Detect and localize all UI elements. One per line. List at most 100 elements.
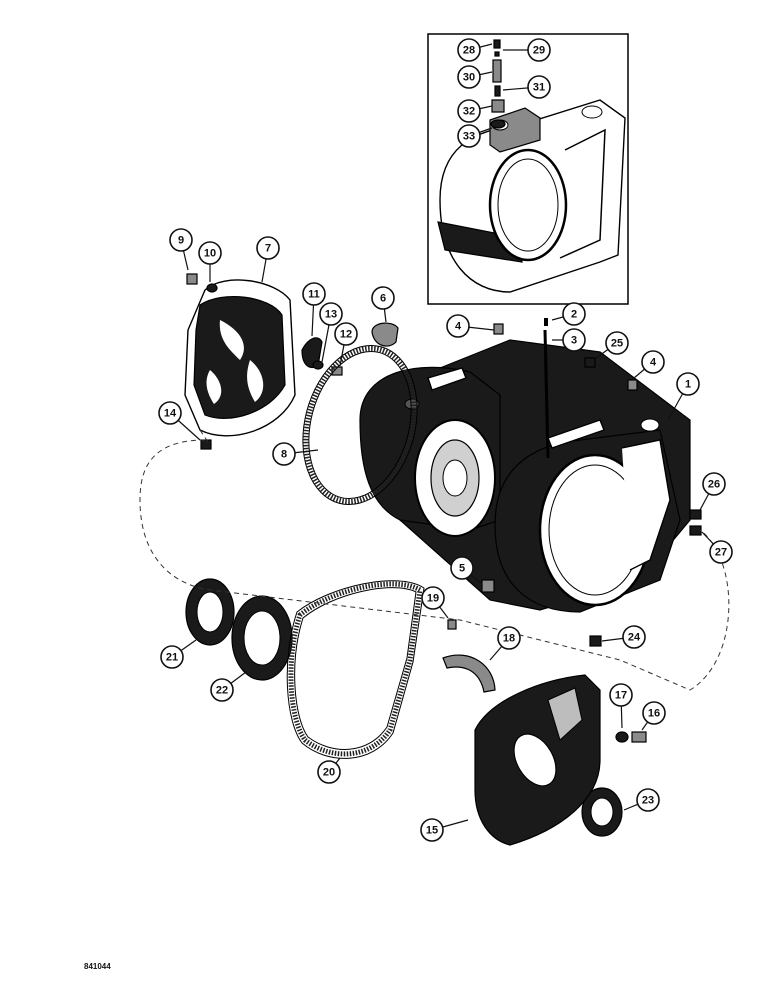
callout-circle: [641, 350, 665, 374]
callout-number: 12: [340, 329, 352, 341]
callout-12: 12: [334, 322, 358, 346]
part-28-plug: [493, 39, 501, 49]
callout-10: 10: [198, 241, 222, 265]
callout-number: 24: [628, 632, 641, 644]
callout-number: 19: [427, 593, 439, 605]
callout-circle: [169, 228, 193, 252]
callout-32: 32: [457, 99, 481, 123]
part-17-washer: [615, 731, 629, 743]
callout-circle: [450, 556, 474, 580]
callout-number: 29: [533, 45, 545, 57]
callout-number: 18: [503, 633, 515, 645]
callout-17: 17: [609, 683, 633, 707]
callout-25: 25: [605, 331, 629, 355]
callout-33: 33: [457, 124, 481, 148]
part-33-washer: [490, 119, 506, 129]
part-10-washer: [206, 283, 218, 293]
callout-circle: [457, 99, 481, 123]
seals: [185, 578, 623, 837]
part-9-bolt: [186, 273, 198, 285]
part-25-plug: [584, 357, 596, 368]
callout-14: 14: [158, 401, 182, 425]
callout-number: 21: [166, 652, 178, 664]
callout-29: 29: [527, 38, 551, 62]
part-16-bolt: [631, 731, 647, 743]
callout-number: 1: [685, 379, 691, 391]
callout-circle: [636, 788, 660, 812]
callout-circle: [198, 241, 222, 265]
callout-16: 16: [642, 701, 666, 725]
callout-circle: [562, 302, 586, 326]
part-24-plug: [589, 635, 602, 647]
callout-circle: [457, 65, 481, 89]
callout-circle: [497, 626, 521, 650]
callout-circle: [562, 328, 586, 352]
callout-number: 28: [463, 45, 475, 57]
callout-circle: [605, 331, 629, 355]
callout-circle: [256, 236, 280, 260]
callout-number: 15: [426, 825, 438, 837]
callout-number: 2: [571, 309, 577, 321]
housing-top-port: [640, 418, 660, 432]
cover-15: [474, 674, 601, 846]
callout-circle: [642, 701, 666, 725]
callout-number: 5: [459, 563, 465, 575]
callout-number: 9: [178, 235, 184, 247]
callout-30: 30: [457, 65, 481, 89]
assembly-dash-line: [139, 439, 730, 691]
callout-4b: 4: [641, 350, 665, 374]
part-13-washer: [312, 360, 324, 370]
part-19-fitting: [447, 619, 457, 630]
cover-plate-7: [184, 279, 296, 437]
part-4-plug-right: [627, 379, 638, 391]
callout-circle: [302, 282, 326, 306]
part-27-screw: [689, 525, 702, 536]
callout-circle: [457, 124, 481, 148]
callout-number: 22: [216, 685, 228, 697]
callout-circle: [371, 286, 395, 310]
callout-circle: [158, 401, 182, 425]
callouts: 1234456789101112131415161718192021222324…: [158, 38, 733, 842]
part-14-plug: [200, 439, 212, 450]
callout-number: 17: [615, 690, 627, 702]
callout-circle: [702, 472, 726, 496]
callout-circle: [457, 38, 481, 62]
callout-4a: 4: [446, 314, 470, 338]
callout-31: 31: [527, 75, 551, 99]
callout-number: 16: [648, 708, 660, 720]
callout-number: 13: [325, 309, 337, 321]
callout-11: 11: [302, 282, 326, 306]
callout-18: 18: [497, 626, 521, 650]
callout-circle: [421, 586, 445, 610]
inset-view: [427, 33, 629, 305]
callout-13: 13: [319, 302, 343, 326]
callout-circle: [446, 314, 470, 338]
callout-circle: [527, 75, 551, 99]
callout-circle: [420, 818, 444, 842]
callout-number: 31: [533, 82, 545, 94]
callout-number: 3: [571, 335, 577, 347]
callout-circle: [609, 683, 633, 707]
callout-2: 2: [562, 302, 586, 326]
callout-number: 25: [611, 338, 623, 350]
part-32-fitting: [491, 99, 505, 113]
callout-circle: [622, 625, 646, 649]
callout-3: 3: [562, 328, 586, 352]
callout-number: 4: [650, 357, 657, 369]
callout-22: 22: [210, 678, 234, 702]
callout-number: 27: [715, 547, 727, 559]
housing-top-plate-left: [427, 367, 467, 391]
part-6-cap: [371, 322, 399, 347]
housing-top-plate-center: [547, 419, 605, 449]
callout-number: 6: [380, 293, 386, 305]
inset-bore: [488, 148, 568, 262]
inset-mount-bracket: [489, 107, 541, 153]
callout-21: 21: [160, 645, 184, 669]
callout-19: 19: [421, 586, 445, 610]
fasteners: [186, 273, 702, 743]
part-29-ball: [494, 51, 500, 57]
callout-circle: [272, 442, 296, 466]
callout-number: 23: [642, 795, 654, 807]
figure-code: 841044: [84, 962, 111, 971]
inset-housing-band: [437, 221, 523, 263]
